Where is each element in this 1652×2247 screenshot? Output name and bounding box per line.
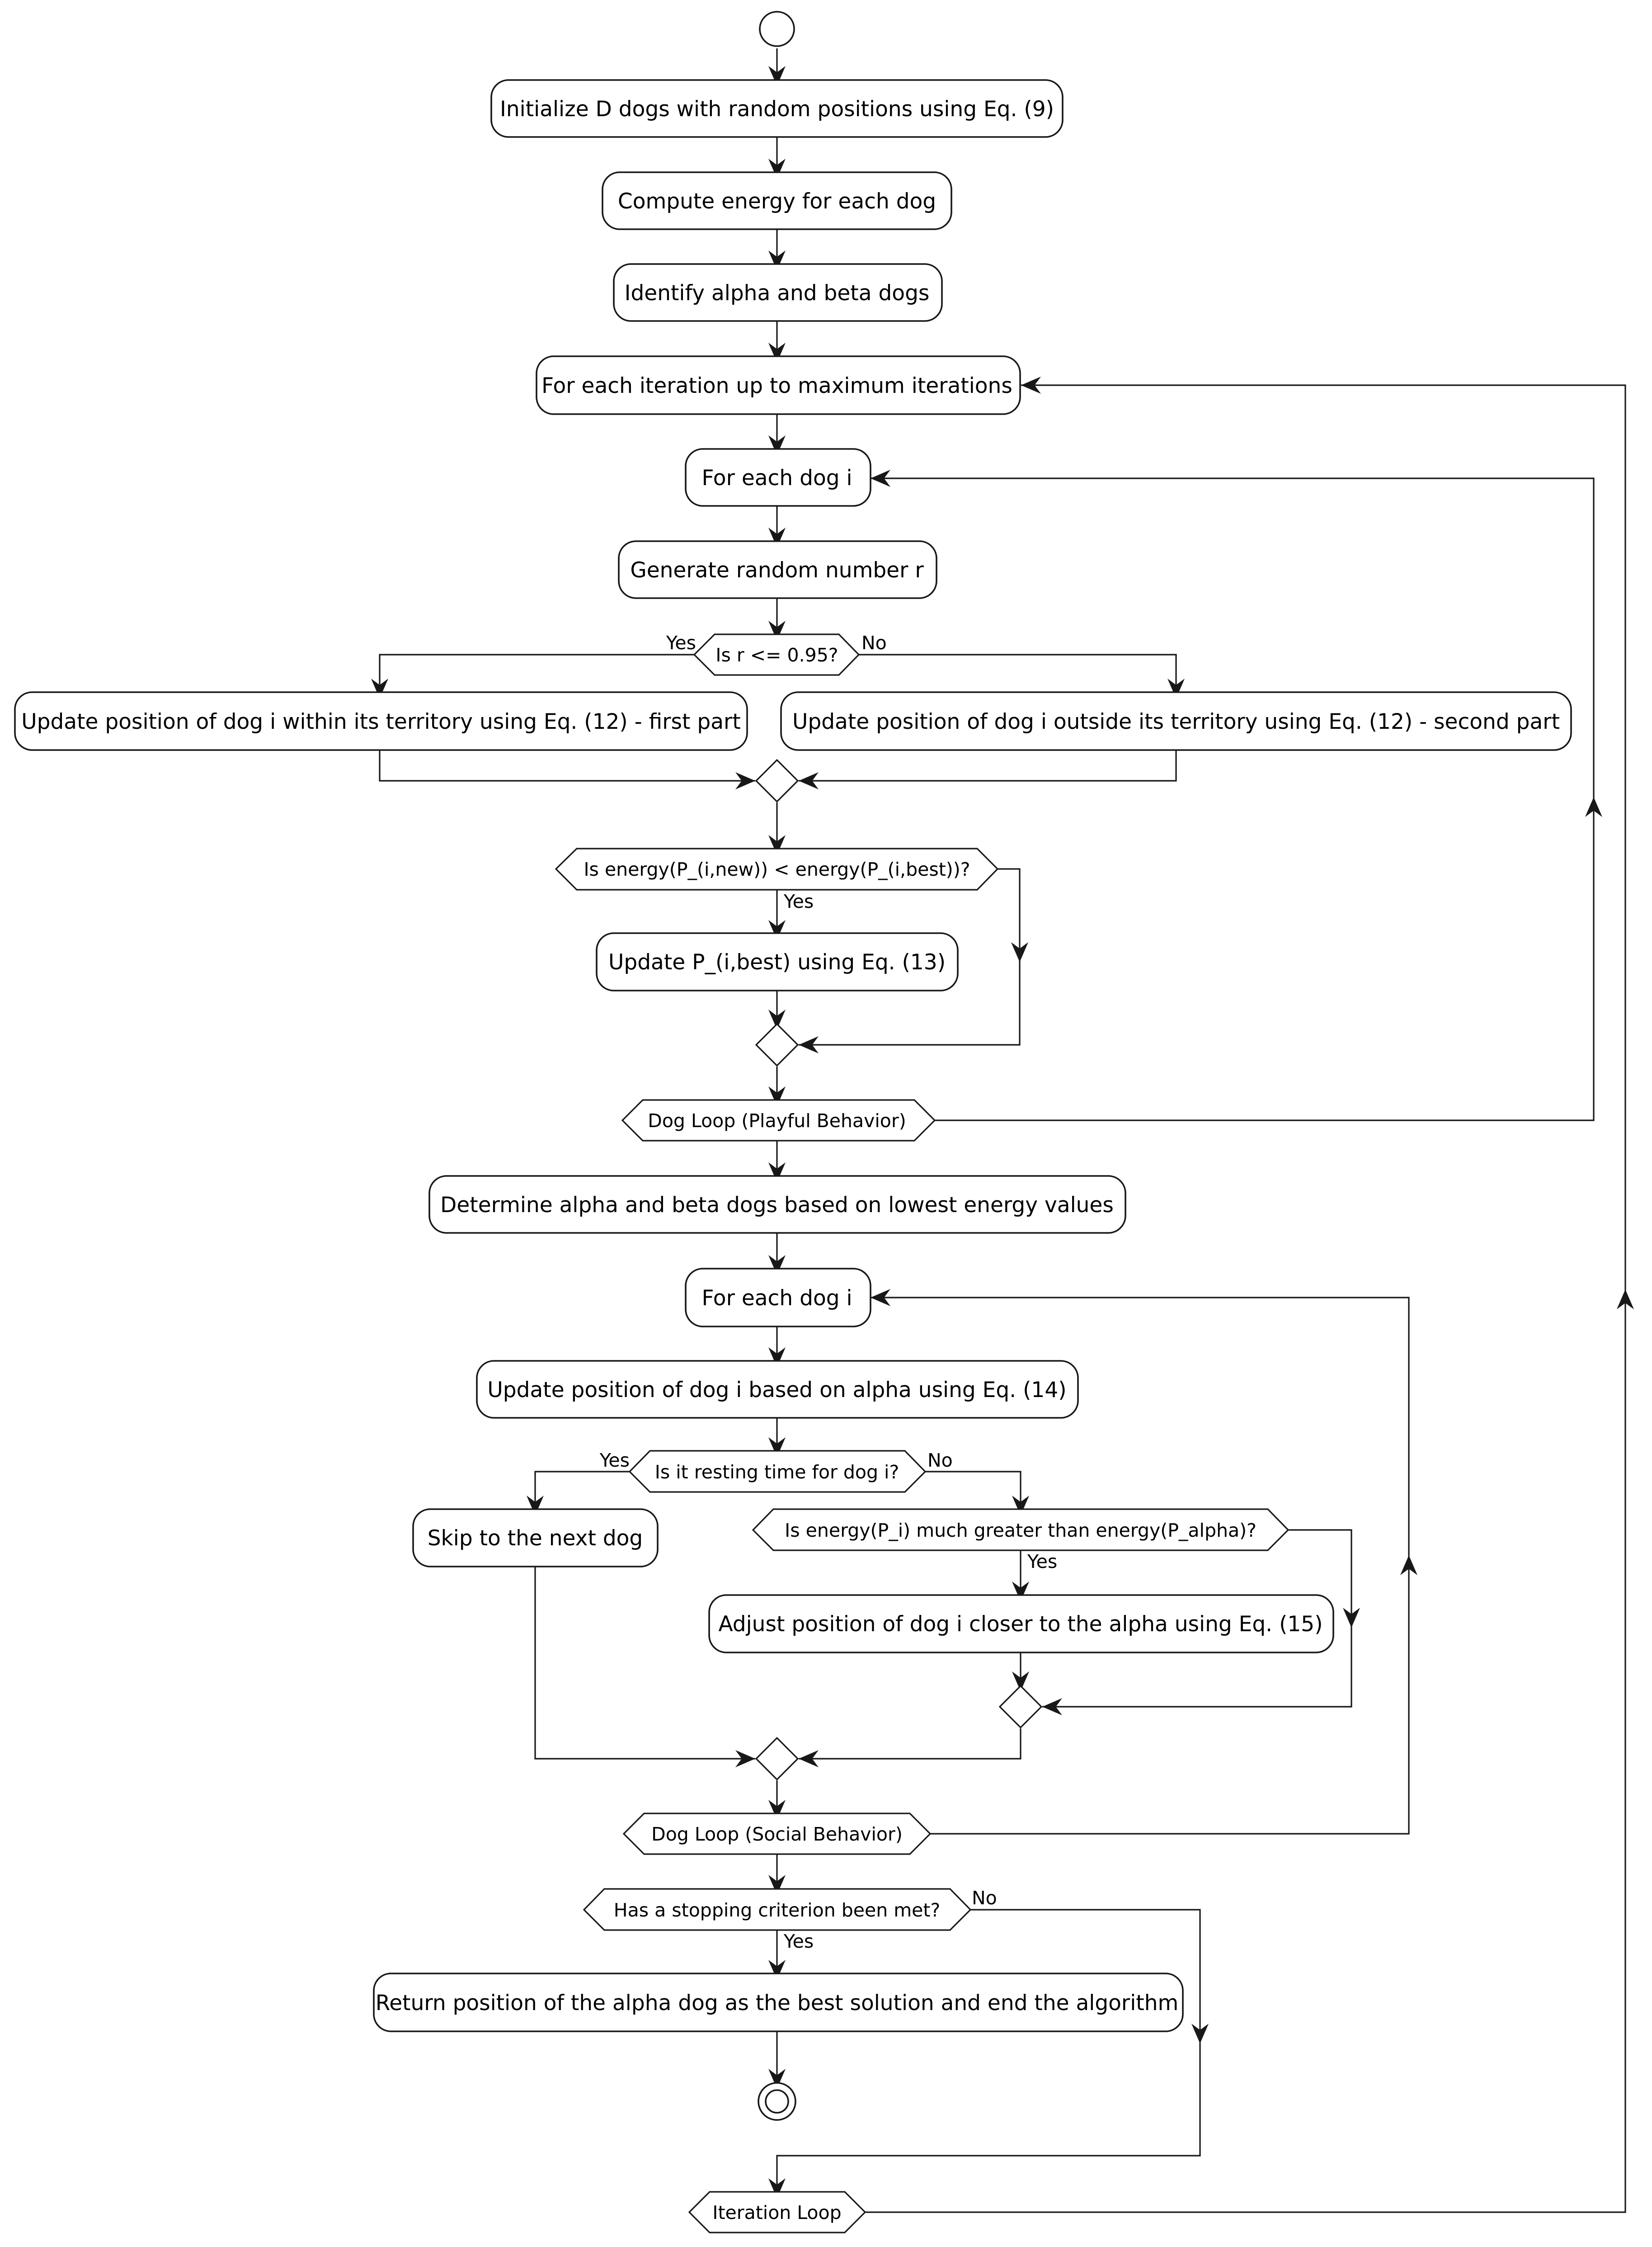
activity-identify-alpha-beta: Identify alpha and beta dogs	[613, 263, 943, 322]
decision-r-check: Is r <= 0.95?	[693, 633, 860, 676]
activity-compute-energy-label: Compute energy for each dog	[618, 189, 936, 214]
activity-skip-next: Skip to the next dog	[412, 1508, 659, 1567]
decision-iteration-loop: Iteration Loop	[688, 2191, 866, 2233]
activity-update-alpha-label: Update position of dog i based on alpha …	[487, 1378, 1066, 1402]
activity-random-r-label: Generate random number r	[630, 558, 924, 583]
activity-return-alpha: Return position of the alpha dog as the …	[373, 1973, 1184, 2032]
decision-social-loop: Dog Loop (Social Behavior)	[622, 1813, 932, 1855]
activity-adjust-alpha: Adjust position of dog i closer to the a…	[708, 1594, 1334, 1653]
activity-update-alpha: Update position of dog i based on alpha …	[476, 1360, 1079, 1419]
branch-label-resting-yes: Yes	[599, 1449, 630, 1471]
activity-dog-for-2: For each dog i	[685, 1268, 871, 1327]
merge-diamond-r	[755, 759, 799, 803]
activity-update-within-label: Update position of dog i within its terr…	[21, 709, 741, 734]
decision-much-greater: Is energy(P_i) much greater than energy(…	[752, 1508, 1290, 1551]
activity-update-outside-label: Update position of dog i outside its ter…	[792, 709, 1560, 734]
activity-identify-alpha-beta-label: Identify alpha and beta dogs	[625, 281, 930, 306]
start-node	[759, 11, 795, 47]
decision-stopping-check: Has a stopping criterion been met?	[583, 1888, 972, 1931]
branch-label-r-no: No	[861, 632, 887, 654]
activity-update-within: Update position of dog i within its terr…	[14, 691, 748, 751]
merge-diamond-energy	[755, 1023, 799, 1067]
activity-iteration-for: For each iteration up to maximum iterati…	[536, 355, 1021, 415]
activity-update-pbest: Update P_(i,best) using Eq. (13)	[596, 932, 959, 991]
activity-dog-for-1-label: For each dog i	[701, 466, 852, 491]
flow-arrowheads	[371, 66, 1634, 2198]
activity-return-alpha-label: Return position of the alpha dog as the …	[376, 1991, 1179, 2016]
activity-iteration-for-label: For each iteration up to maximum iterati…	[541, 373, 1012, 398]
branch-label-stopping-no: No	[972, 1887, 997, 1909]
activity-adjust-alpha-label: Adjust position of dog i closer to the a…	[718, 1612, 1323, 1637]
decision-iteration-loop-label: Iteration Loop	[712, 2202, 841, 2223]
decision-energy-check-label: Is energy(P_(i,new)) < energy(P_(i,best)…	[584, 859, 970, 880]
activity-random-r: Generate random number r	[618, 540, 937, 599]
branch-label-energy-yes: Yes	[783, 891, 814, 912]
decision-resting-check-label: Is it resting time for dog i?	[655, 1461, 899, 1483]
decision-much-greater-label: Is energy(P_i) much greater than energy(…	[785, 1520, 1257, 1541]
activity-dog-for-1: For each dog i	[685, 448, 871, 507]
branch-label-stopping-yes: Yes	[783, 1931, 814, 1952]
decision-stopping-check-label: Has a stopping criterion been met?	[614, 1899, 940, 1921]
decision-playful-loop-label: Dog Loop (Playful Behavior)	[648, 1110, 906, 1132]
activity-init-label: Initialize D dogs with random positions …	[500, 97, 1054, 122]
merge-diamond-resting	[755, 1737, 799, 1781]
activity-determine-alpha-beta-label: Determine alpha and beta dogs based on l…	[440, 1193, 1114, 1218]
end-node	[758, 2082, 796, 2121]
branch-label-resting-no: No	[927, 1449, 953, 1471]
decision-social-loop-label: Dog Loop (Social Behavior)	[651, 1823, 903, 1845]
activity-compute-energy: Compute energy for each dog	[602, 171, 952, 230]
decision-energy-check: Is energy(P_(i,new)) < energy(P_(i,best)…	[555, 848, 999, 891]
decision-r-check-label: Is r <= 0.95?	[715, 644, 838, 666]
decision-resting-check: Is it resting time for dog i?	[628, 1450, 927, 1493]
activity-update-pbest-label: Update P_(i,best) using Eq. (13)	[608, 950, 946, 975]
decision-playful-loop: Dog Loop (Playful Behavior)	[621, 1099, 936, 1142]
branch-label-much-greater-yes: Yes	[1027, 1551, 1057, 1572]
activity-update-outside: Update position of dog i outside its ter…	[780, 691, 1572, 751]
activity-determine-alpha-beta: Determine alpha and beta dogs based on l…	[428, 1175, 1126, 1234]
branch-label-r-yes: Yes	[666, 632, 696, 654]
activity-init: Initialize D dogs with random positions …	[490, 79, 1064, 138]
activity-dog-for-2-label: For each dog i	[701, 1286, 852, 1311]
activity-skip-next-label: Skip to the next dog	[428, 1526, 643, 1551]
merge-diamond-much-greater	[998, 1685, 1043, 1729]
